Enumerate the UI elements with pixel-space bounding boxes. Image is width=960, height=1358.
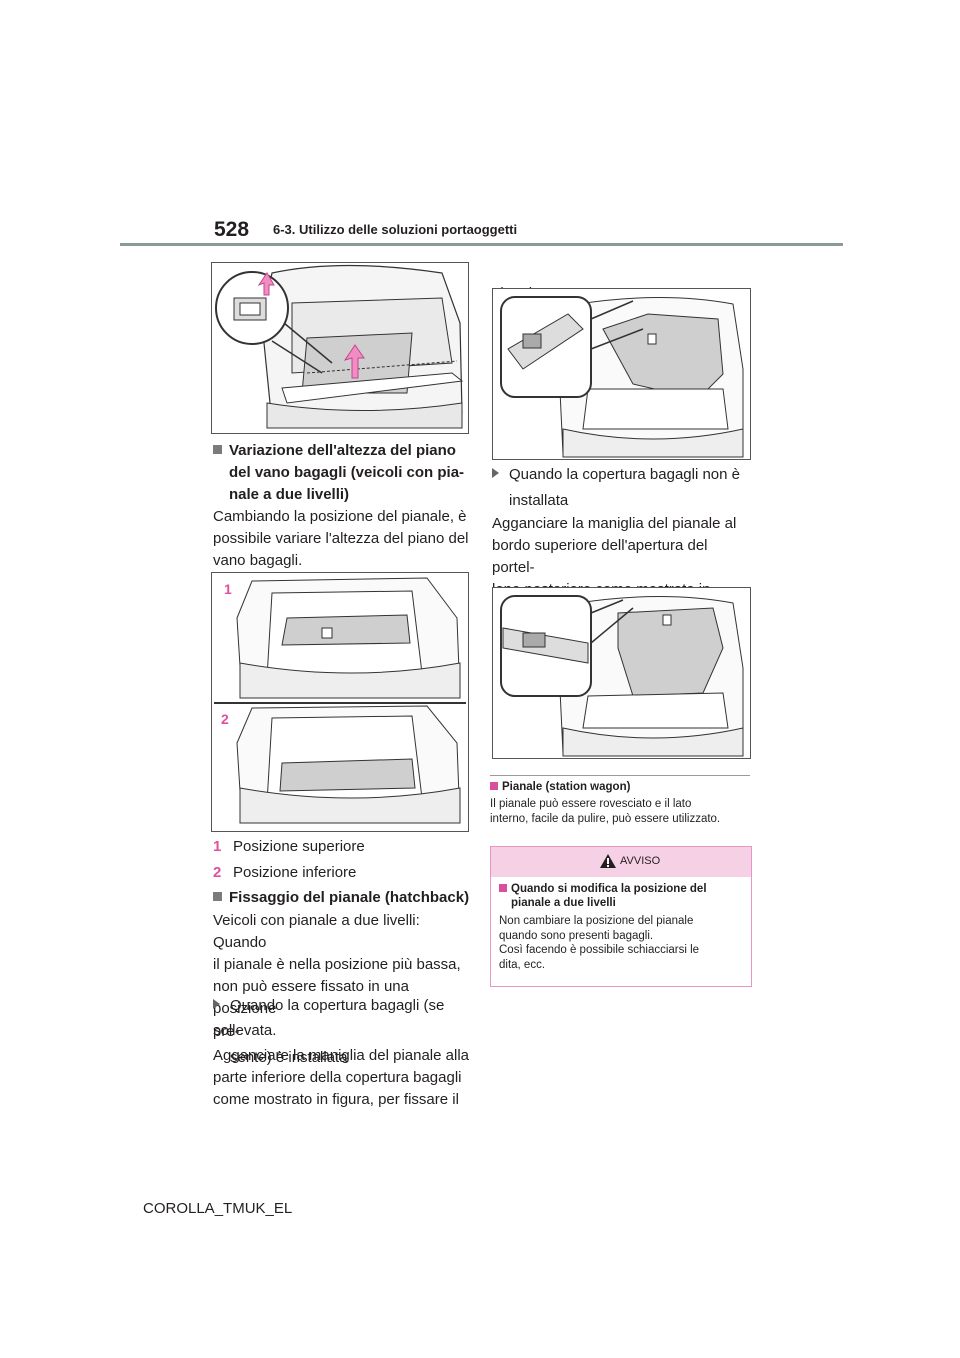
square-bullet-icon (213, 445, 222, 454)
paragraph-station-wagon: Il pianale può essere rovesciato e il la… (490, 798, 721, 825)
positions-illustration (214, 577, 466, 824)
cover-installed-illustration (500, 296, 744, 458)
square-bullet-icon (499, 884, 507, 892)
figure-label-2: 2 (221, 711, 229, 727)
arrow-item-cover-installed: Quando la copertura bagagli (se pre- sen… (213, 997, 445, 1066)
header-rule (120, 243, 843, 246)
heading-station-wagon: Pianale (station wagon) (490, 781, 630, 793)
cover-not-installed-illustration (500, 595, 744, 757)
paragraph-floor-height: Cambiando la posizione del pianale, è po… (213, 508, 469, 569)
warning-box: AVVISO Quando si modifica la posizione d… (490, 846, 752, 987)
arrow-bullet-icon (213, 999, 220, 1009)
heading-floor-height: Variazione dell'altezza del piano del va… (213, 440, 473, 506)
warning-header: AVVISO (491, 847, 751, 877)
warning-triangle-icon (600, 854, 616, 868)
figure-trunk-handle (211, 262, 469, 434)
warning-heading: Quando si modifica la posizione del pian… (499, 882, 743, 910)
figure-label-1: 1 (224, 581, 232, 597)
section-title: 6-3. Utilizzo delle soluzioni portaogget… (273, 222, 518, 237)
document-id: COROLLA_TMUK_EL (143, 1200, 293, 1217)
warning-text: Non cambiare la posizione del pianale qu… (499, 915, 700, 971)
paragraph-fixing-floor: Veicoli con pianale a due livelli: Quand… (213, 912, 461, 1039)
arrow-item-cover-not-installed: Quando la copertura bagagli non è instal… (492, 462, 752, 514)
warning-label: AVVISO (620, 855, 661, 867)
figure-floor-positions: 1 2 (211, 572, 469, 832)
figure-cover-installed (492, 288, 751, 460)
arrow-bullet-icon (492, 468, 499, 478)
paragraph-hook-handle: Agganciare la maniglia del pianale alla … (213, 1047, 470, 1108)
heading-fixing-floor: Fissaggio del pianale (hatchback) (213, 887, 469, 909)
figure-cover-not-installed (492, 587, 751, 759)
trunk-illustration (215, 264, 464, 429)
square-bullet-icon (213, 892, 222, 901)
square-bullet-icon (490, 782, 498, 790)
page-number: 528 (214, 218, 250, 241)
divider (490, 775, 750, 776)
